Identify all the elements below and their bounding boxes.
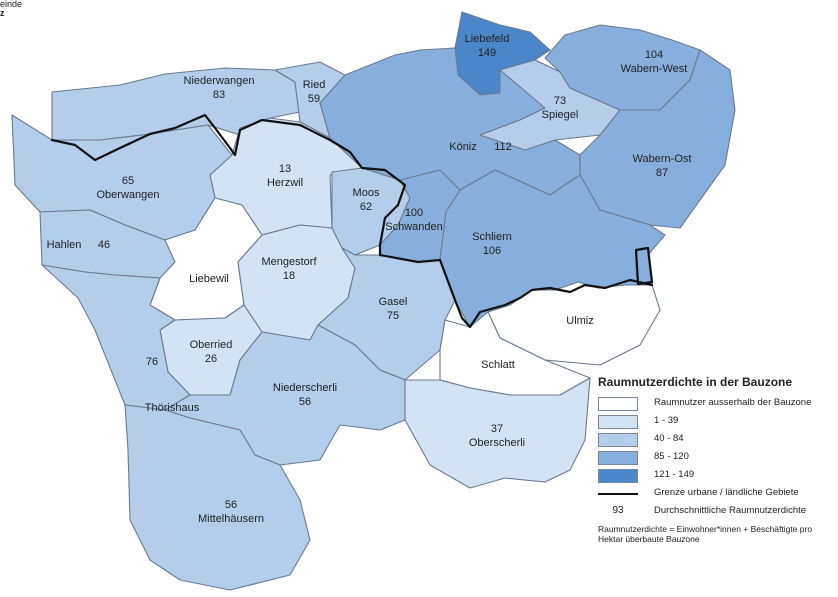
legend-item-boundary: Grenze urbane / ländliche Gebiete bbox=[598, 487, 838, 501]
label-name-thoerishaus: Thörishaus bbox=[145, 402, 200, 414]
label-name-wabern-ost: Wabern-Ost bbox=[633, 153, 692, 165]
label-name-mittelhaeusern: Mittelhäusern bbox=[198, 513, 264, 525]
legend-label-high: 85 - 120 bbox=[654, 451, 689, 462]
legend-swatch-low bbox=[598, 415, 638, 429]
label-value-mengestorf: 18 bbox=[283, 270, 295, 282]
legend-swatch-high bbox=[598, 451, 638, 465]
region-thoerishaus[interactable] bbox=[41, 264, 191, 411]
label-name-oberwangen: Oberwangen bbox=[97, 189, 160, 201]
legend-item-number: 93 Durchschnittliche Raumnutzerdichte bbox=[598, 505, 838, 516]
label-value-hahlen: 46 bbox=[98, 239, 110, 251]
label-value-spiegel: 73 bbox=[554, 95, 566, 107]
legend-item-top: 121 - 149 bbox=[598, 469, 838, 483]
legend-swatch-mid bbox=[598, 433, 638, 447]
legend-boundary-swatch bbox=[598, 487, 638, 501]
label-value-oberscherli: 37 bbox=[491, 423, 503, 435]
label-value-gasel: 75 bbox=[387, 310, 399, 322]
label-name-oberscherli: Oberscherli bbox=[469, 437, 525, 449]
legend-label-mid: 40 - 84 bbox=[654, 433, 684, 444]
corner-caption: einde z bbox=[0, 0, 22, 18]
legend-title: Raumnutzerdichte in der Bauzone bbox=[598, 375, 793, 389]
map-legend: Raumnutzerdichte in der Bauzone Raumnutz… bbox=[598, 375, 838, 544]
label-name-niederwangen: Niederwangen bbox=[184, 75, 255, 87]
region-niederscherli[interactable] bbox=[164, 324, 406, 466]
legend-item-outside: Raumnutzer ausserhalb der Bauzone bbox=[598, 397, 838, 411]
legend-number-label: Durchschnittliche Raumnutzerdichte bbox=[654, 505, 807, 516]
label-value-herzwil: 13 bbox=[279, 163, 291, 175]
label-value-thoerishaus: 76 bbox=[146, 356, 158, 368]
label-name-herzwil: Herzwil bbox=[267, 177, 303, 189]
label-value-niederwangen: 83 bbox=[213, 89, 225, 101]
legend-label-top: 121 - 149 bbox=[654, 469, 695, 480]
region-shapes bbox=[11, 11, 736, 591]
region-spiegel[interactable] bbox=[479, 59, 621, 151]
label-name-wabern-west: Wabern-West bbox=[621, 63, 688, 75]
legend-footnote: Raumnutzerdichte = Einwohner*innen + Bes… bbox=[598, 524, 813, 544]
label-name-ulmiz: Ulmiz bbox=[566, 315, 594, 327]
label-name-hahlen: Hahlen bbox=[47, 239, 82, 251]
label-name-schwanden: Schwanden bbox=[385, 221, 443, 233]
label-value-koeniz: 112 bbox=[494, 141, 512, 153]
label-name-ried: Ried bbox=[303, 79, 326, 91]
label-name-schlatt: Schlatt bbox=[481, 359, 515, 371]
label-name-niederscherli: Niederscherli bbox=[273, 382, 337, 394]
label-name-mengestorf: Mengestorf bbox=[261, 256, 317, 268]
legend-label-outside: Raumnutzer ausserhalb der Bauzone bbox=[654, 397, 812, 408]
label-value-oberwangen: 65 bbox=[122, 175, 134, 187]
label-name-spiegel: Spiegel bbox=[542, 109, 579, 121]
region-oberscherli[interactable] bbox=[404, 377, 591, 489]
label-name-liebewil: Liebewil bbox=[189, 273, 229, 285]
label-name-oberried: Oberried bbox=[190, 339, 233, 351]
urban-rural-boundary bbox=[50, 113, 654, 329]
corner-caption-line-2: z bbox=[0, 8, 5, 18]
legend-boundary-label: Grenze urbane / ländliche Gebiete bbox=[654, 487, 799, 498]
label-name-schliern: Schliern bbox=[472, 231, 512, 243]
label-name-koeniz: Köniz bbox=[449, 141, 477, 153]
legend-swatch-outside bbox=[598, 397, 638, 411]
label-value-wabern-ost: 87 bbox=[656, 167, 668, 179]
legend-item-low: 1 - 39 bbox=[598, 415, 838, 429]
label-value-ried: 59 bbox=[308, 93, 320, 105]
label-value-schliern: 106 bbox=[483, 245, 501, 257]
legend-number-example: 93 bbox=[612, 505, 624, 516]
label-value-schwanden: 100 bbox=[405, 207, 423, 219]
legend-swatch-top bbox=[598, 469, 638, 483]
label-value-moos: 62 bbox=[360, 201, 372, 213]
label-value-liebefeld: 149 bbox=[478, 47, 496, 59]
label-value-wabern-west: 104 bbox=[645, 49, 663, 61]
label-name-gasel: Gasel bbox=[379, 296, 408, 308]
region-wabern-ost[interactable] bbox=[579, 49, 736, 229]
corner-caption-line-1: einde bbox=[0, 0, 23, 9]
legend-item-mid: 40 - 84 bbox=[598, 433, 838, 447]
label-name-moos: Moos bbox=[353, 187, 380, 199]
legend-label-low: 1 - 39 bbox=[654, 415, 679, 426]
legend-item-high: 85 - 120 bbox=[598, 451, 838, 465]
label-name-liebefeld: Liebefeld bbox=[465, 33, 510, 45]
region-wabern-west[interactable] bbox=[544, 24, 701, 111]
label-value-niederscherli: 56 bbox=[299, 396, 311, 408]
boundary-line-main bbox=[50, 113, 654, 329]
region-mittelhaeusern[interactable] bbox=[124, 404, 311, 591]
label-value-mittelhaeusern: 56 bbox=[225, 499, 237, 511]
label-value-oberried: 26 bbox=[205, 353, 217, 365]
boundary-line-loop bbox=[634, 246, 654, 286]
